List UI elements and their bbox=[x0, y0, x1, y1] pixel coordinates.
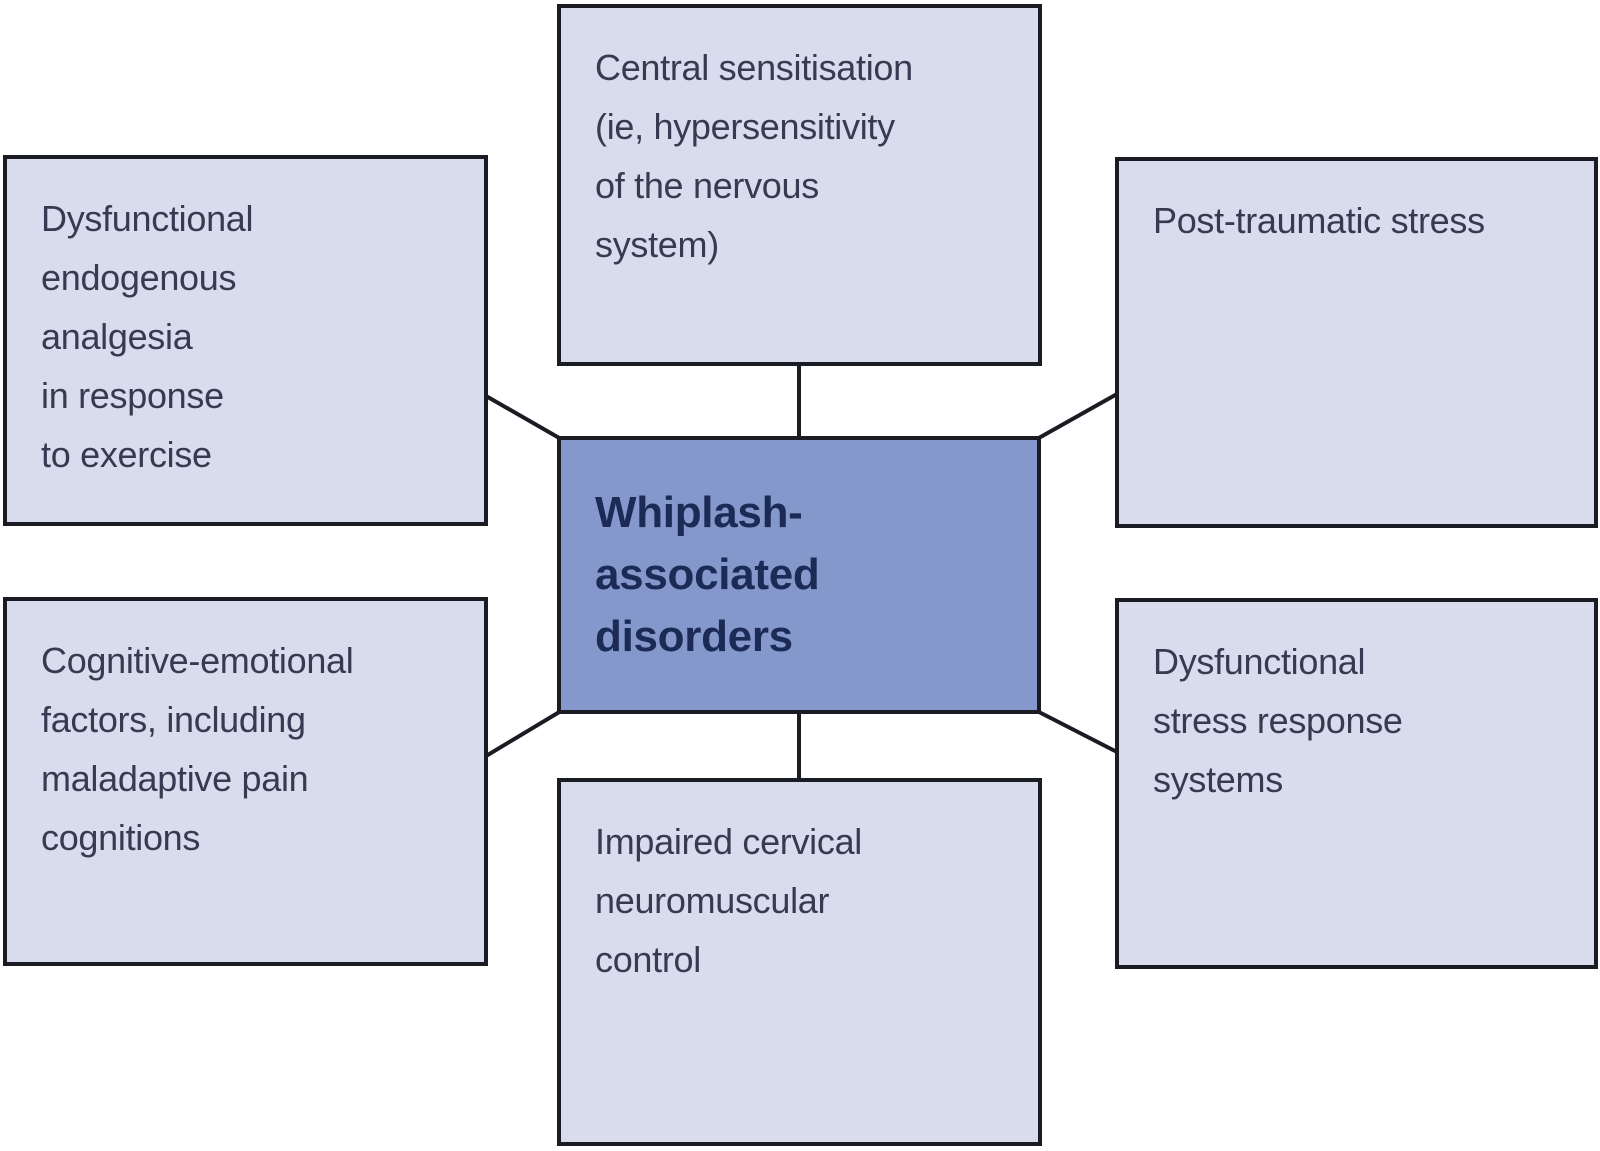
node-label-cognitive-emotional-factors: Cognitive-emotional factors, including m… bbox=[41, 640, 354, 858]
node-label-post-traumatic-stress: Post-traumatic stress bbox=[1153, 200, 1485, 241]
connector-center-to-bottom-right bbox=[1036, 709, 1118, 754]
connector-top-left-to-center bbox=[485, 394, 562, 441]
node-label-dysfunctional-stress-response-systems: Dysfunctional stress response systems bbox=[1153, 641, 1403, 800]
node-label-impaired-cervical-neuromuscular-control: Impaired cervical neuromuscular control bbox=[595, 821, 862, 980]
node-central-sensitisation: Central sensitisation (ie, hypersensitiv… bbox=[557, 4, 1042, 366]
node-cognitive-emotional-factors: Cognitive-emotional factors, including m… bbox=[3, 597, 488, 966]
connector-center-to-top-right bbox=[1036, 392, 1118, 441]
node-post-traumatic-stress: Post-traumatic stress bbox=[1115, 157, 1598, 528]
node-label-whiplash-associated-disorders: Whiplash-associated disorders bbox=[595, 488, 820, 661]
node-label-dysfunctional-endogenous-analgesia: Dysfunctional endogenous analgesia in re… bbox=[41, 198, 254, 475]
connector-bottom-left-to-center bbox=[484, 709, 563, 758]
node-impaired-cervical-neuromuscular-control: Impaired cervical neuromuscular control bbox=[557, 778, 1042, 1146]
node-dysfunctional-stress-response-systems: Dysfunctional stress response systems bbox=[1115, 598, 1598, 969]
node-dysfunctional-endogenous-analgesia: Dysfunctional endogenous analgesia in re… bbox=[3, 155, 488, 526]
node-whiplash-associated-disorders: Whiplash-associated disorders bbox=[557, 436, 1041, 714]
node-label-central-sensitisation: Central sensitisation (ie, hypersensitiv… bbox=[595, 47, 913, 265]
